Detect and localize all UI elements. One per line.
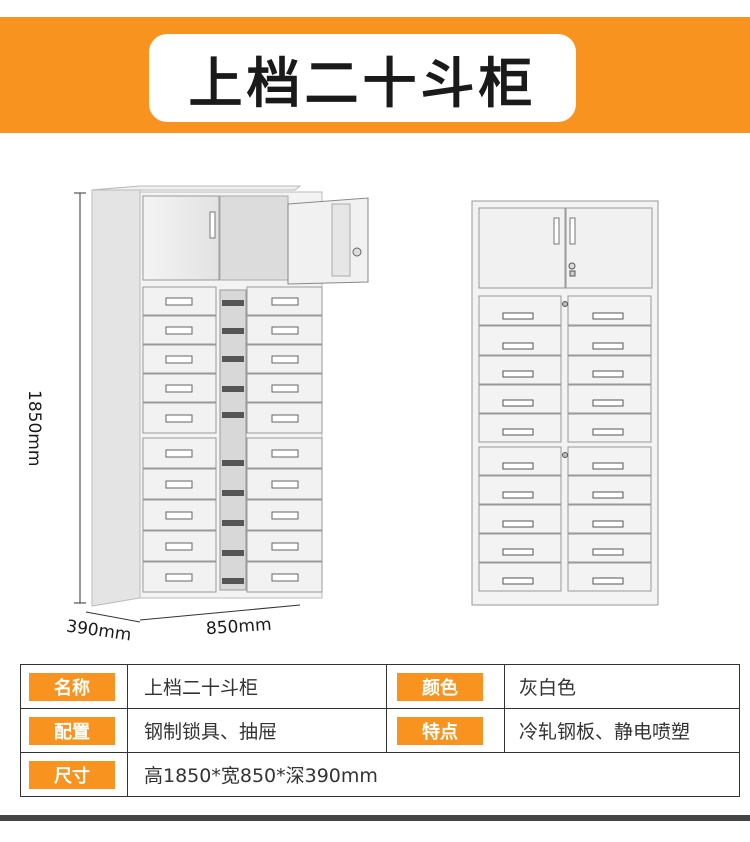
cabinet-front — [471, 200, 659, 606]
divider — [127, 753, 128, 796]
size-label: 尺寸 — [29, 761, 115, 789]
config-value: 钢制锁具、抽屉 — [144, 721, 278, 743]
name-value: 上档二十斗柜 — [144, 677, 259, 699]
color-value: 灰白色 — [519, 677, 577, 699]
feature-value: 冷轧钢板、静电喷塑 — [519, 721, 691, 743]
divider — [504, 665, 505, 708]
front-drawers-left — [478, 295, 562, 592]
color-label: 颜色 — [397, 673, 483, 701]
feature-label: 特点 — [397, 717, 483, 745]
cabinet-illustration — [74, 185, 659, 623]
front-drawers-right — [567, 295, 652, 592]
spec-row-config-feature: 配置 钢制锁具、抽屉 特点 冷轧钢板、静电喷塑 — [20, 708, 740, 753]
spec-row-name-color: 名称 上档二十斗柜 颜色 灰白色 — [20, 664, 740, 709]
right-drawer-column-open — [219, 286, 323, 593]
page-title: 上档二十斗柜 — [188, 51, 537, 115]
divider — [127, 709, 128, 752]
divider — [386, 709, 387, 752]
spec-table: 名称 上档二十斗柜 颜色 灰白色 配置 钢制锁具、抽屉 特点 冷轧钢板、静电喷塑… — [20, 664, 740, 799]
divider — [127, 665, 128, 708]
bottom-divider — [0, 815, 750, 821]
title-box: 上档二十斗柜 — [149, 34, 576, 122]
name-label: 名称 — [29, 673, 115, 701]
cabinet-perspective — [74, 185, 369, 623]
divider — [504, 709, 505, 752]
size-value: 高1850*宽850*深390mm — [144, 765, 378, 787]
config-label: 配置 — [29, 717, 115, 745]
divider — [386, 665, 387, 708]
height-dimension-label: 1850mm — [24, 390, 44, 467]
spec-row-size: 尺寸 高1850*宽850*深390mm — [20, 752, 740, 797]
left-drawer-column — [142, 286, 217, 593]
